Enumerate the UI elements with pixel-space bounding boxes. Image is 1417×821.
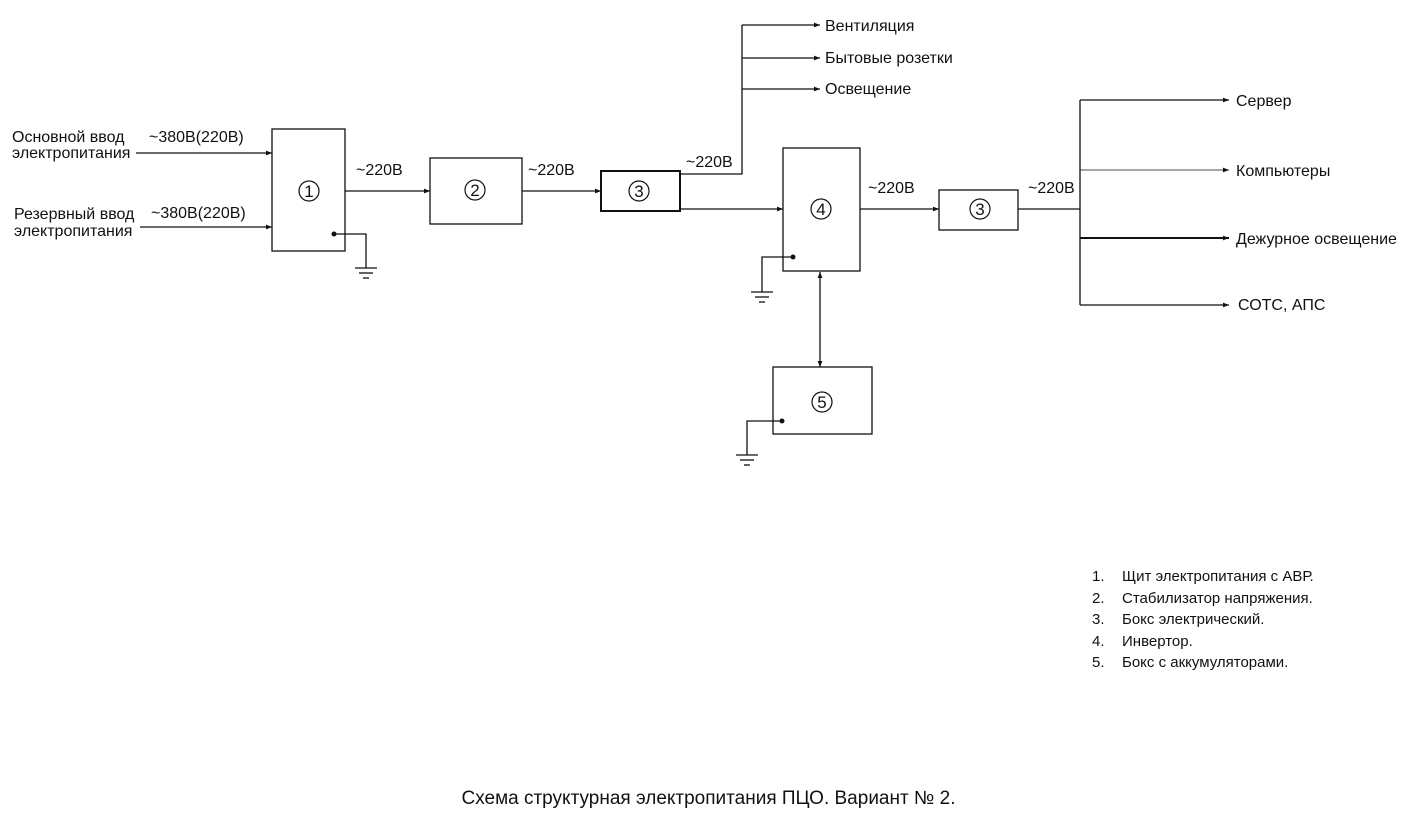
legend-item: 5.Бокс с аккумуляторами. bbox=[1092, 654, 1289, 671]
block-3b bbox=[938, 189, 1019, 231]
ground-wire-4 bbox=[761, 256, 793, 292]
block-1-number: 1 bbox=[304, 182, 313, 201]
output-label-security: СОТС, АПС bbox=[1238, 297, 1325, 314]
ground-icon bbox=[736, 454, 758, 466]
input-reserve-voltage: ~380В(220В) bbox=[151, 205, 246, 222]
legend-item: 2.Стабилизатор напряжения. bbox=[1092, 589, 1313, 607]
block-5-number: 5 bbox=[817, 393, 826, 412]
diagram-caption: Схема структурная электропитания ПЦО. Ва… bbox=[461, 788, 956, 809]
block-5-marker bbox=[811, 391, 833, 413]
output-label-server: Сервер bbox=[1236, 93, 1292, 110]
input-reserve-label-1: Резервный ввод bbox=[14, 206, 135, 223]
link-2-3-voltage: ~220В bbox=[528, 162, 575, 179]
block-1 bbox=[271, 128, 346, 252]
input-main-label-1: Основной ввод bbox=[12, 129, 125, 146]
input-main-voltage: ~380В(220В) bbox=[149, 129, 244, 146]
output-label-emergency-light: Дежурное освещение bbox=[1236, 231, 1397, 248]
ground-icon bbox=[355, 267, 377, 279]
block-4-number: 4 bbox=[816, 200, 825, 219]
output-label-computers: Компьютеры bbox=[1236, 163, 1330, 180]
branch-label-sockets: Бытовые розетки bbox=[825, 50, 953, 67]
junction-dot bbox=[779, 418, 785, 424]
legend-item: 3.Бокс электрический. bbox=[1092, 611, 1265, 628]
legend-item: 4.Инвертор. bbox=[1092, 632, 1193, 650]
ground-icon bbox=[751, 291, 773, 303]
ground-wire-5 bbox=[746, 420, 780, 455]
branch-label-lighting: Освещение bbox=[825, 81, 911, 98]
block-3a-number: 3 bbox=[634, 182, 643, 201]
branch-trunk bbox=[680, 25, 743, 175]
block-5 bbox=[772, 366, 873, 435]
branch-label-ventilation: Вентиляция bbox=[825, 18, 914, 35]
ground-wire-1 bbox=[334, 233, 367, 268]
block-3b-marker bbox=[969, 198, 991, 220]
legend: 1.Щит электропитания с АВР. 2.Стабилизат… bbox=[1092, 566, 1314, 674]
junction-dot bbox=[331, 231, 337, 237]
input-reserve-label-2: электропитания bbox=[14, 223, 132, 240]
output-voltage: ~220В bbox=[1028, 180, 1075, 197]
legend-item: 1.Щит электропитания с АВР. bbox=[1092, 568, 1314, 585]
link-4-3-voltage: ~220В bbox=[868, 180, 915, 197]
block-3a bbox=[600, 170, 681, 212]
block-1-marker bbox=[298, 180, 320, 202]
block-2-marker bbox=[464, 179, 486, 201]
link-1-2-voltage: ~220В bbox=[356, 162, 403, 179]
block-3a-marker bbox=[628, 180, 650, 202]
block-2-number: 2 bbox=[470, 181, 479, 200]
branch-voltage: ~220В bbox=[686, 154, 733, 171]
block-3b-number: 3 bbox=[975, 200, 984, 219]
junction-dot bbox=[790, 254, 796, 260]
input-main-label-2: электропитания bbox=[12, 145, 130, 162]
block-4-marker bbox=[810, 198, 832, 220]
